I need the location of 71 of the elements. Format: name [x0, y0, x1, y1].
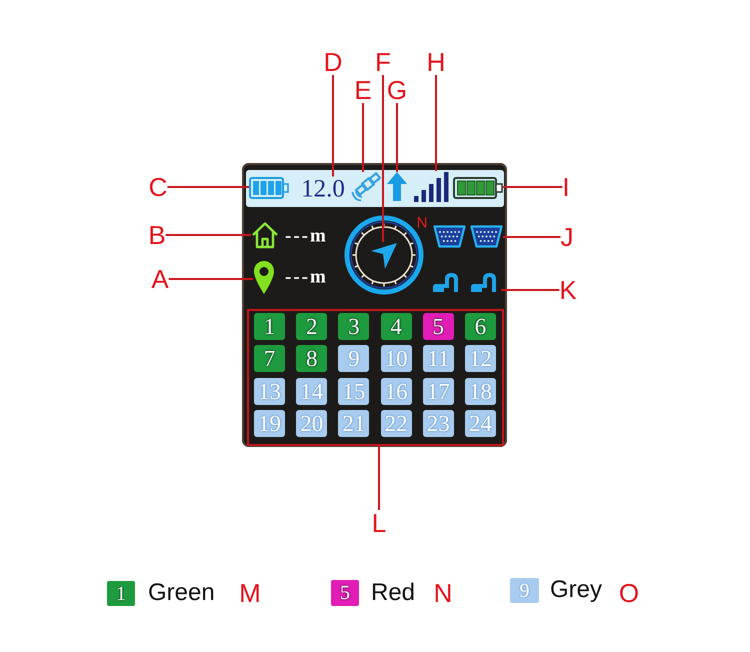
- callout-letter: O: [618, 580, 640, 606]
- callout-letter: L: [372, 510, 386, 536]
- leader-line: [332, 75, 334, 176]
- callout-letter: K: [559, 277, 577, 303]
- numbered-tile: 7: [254, 345, 285, 372]
- numbered-tile: 2: [296, 313, 328, 340]
- numbered-tile: 9: [338, 345, 370, 372]
- callout-letter: M: [239, 580, 261, 606]
- distance-readout: ---m: [285, 268, 328, 286]
- leader-line: [396, 103, 398, 172]
- numbered-tile: 5: [422, 313, 454, 340]
- numbered-tile: 19: [254, 410, 285, 437]
- numbered-tile: 16: [380, 378, 412, 405]
- callout-letter: J: [560, 224, 574, 250]
- numbered-tile: 6: [465, 313, 496, 340]
- legend-number: 5: [340, 583, 350, 603]
- satellite-icon: [351, 172, 381, 202]
- callout-letter: E: [354, 77, 372, 103]
- legend-label: Grey: [550, 578, 602, 602]
- callout-letter: A: [151, 266, 169, 292]
- leader-line: [168, 278, 253, 280]
- location-pin-icon: [253, 260, 275, 295]
- connector-icon: [470, 225, 503, 248]
- numbered-tile: 11: [422, 345, 454, 372]
- numbered-tile: 12: [465, 345, 496, 372]
- home-icon: [251, 221, 279, 249]
- leader-line: [362, 103, 364, 172]
- legend-label: Red: [371, 581, 416, 605]
- numbered-tile: 8: [296, 345, 328, 372]
- numbered-tile: 18: [465, 378, 496, 405]
- leader-line: [503, 186, 562, 188]
- tile-panel: [247, 309, 504, 446]
- north-marker: N: [416, 216, 428, 230]
- numbered-tile: 3: [338, 313, 370, 340]
- leader-line: [382, 75, 384, 242]
- numbered-tile: 15: [338, 378, 370, 405]
- leader-line: [167, 186, 249, 188]
- battery-icon: [249, 177, 289, 199]
- numeric-readout: 12.0: [301, 176, 345, 202]
- signal-bars-icon: [413, 171, 449, 202]
- callout-letter: I: [562, 174, 570, 200]
- callout-letter: F: [375, 49, 391, 75]
- battery-icon: [453, 177, 503, 199]
- numbered-tile: 1: [254, 313, 285, 340]
- numbered-tile: 13: [254, 378, 285, 405]
- numbered-tile: 17: [422, 378, 454, 405]
- callout-letter: G: [386, 77, 408, 103]
- up-arrow-icon: [387, 172, 407, 201]
- numbered-tile: 21: [338, 410, 370, 437]
- numbered-tile: 22: [380, 410, 412, 437]
- numbered-tile: 4: [380, 313, 412, 340]
- callout-letter: H: [426, 49, 446, 75]
- leader-line: [166, 234, 251, 236]
- numbered-tile: 23: [422, 410, 454, 437]
- callout-letter: C: [148, 174, 168, 200]
- callout-letter: B: [148, 222, 166, 248]
- numbered-tile: 14: [296, 378, 328, 405]
- callout-letter: D: [324, 49, 342, 75]
- legend-label: Green: [148, 581, 215, 605]
- numbered-tile: 10: [380, 345, 412, 372]
- compass-pointer-icon: [370, 242, 398, 270]
- numbered-tile: 24: [465, 410, 496, 437]
- leader-line: [501, 289, 560, 291]
- legend-number: 9: [520, 580, 530, 600]
- distance-readout: ---m: [285, 226, 328, 246]
- legend-number: 1: [116, 584, 126, 604]
- leader-line: [435, 75, 437, 171]
- leader-line: [503, 236, 560, 238]
- callout-letter: N: [434, 580, 452, 606]
- leader-line: [378, 446, 380, 510]
- numbered-tile: 20: [296, 410, 328, 437]
